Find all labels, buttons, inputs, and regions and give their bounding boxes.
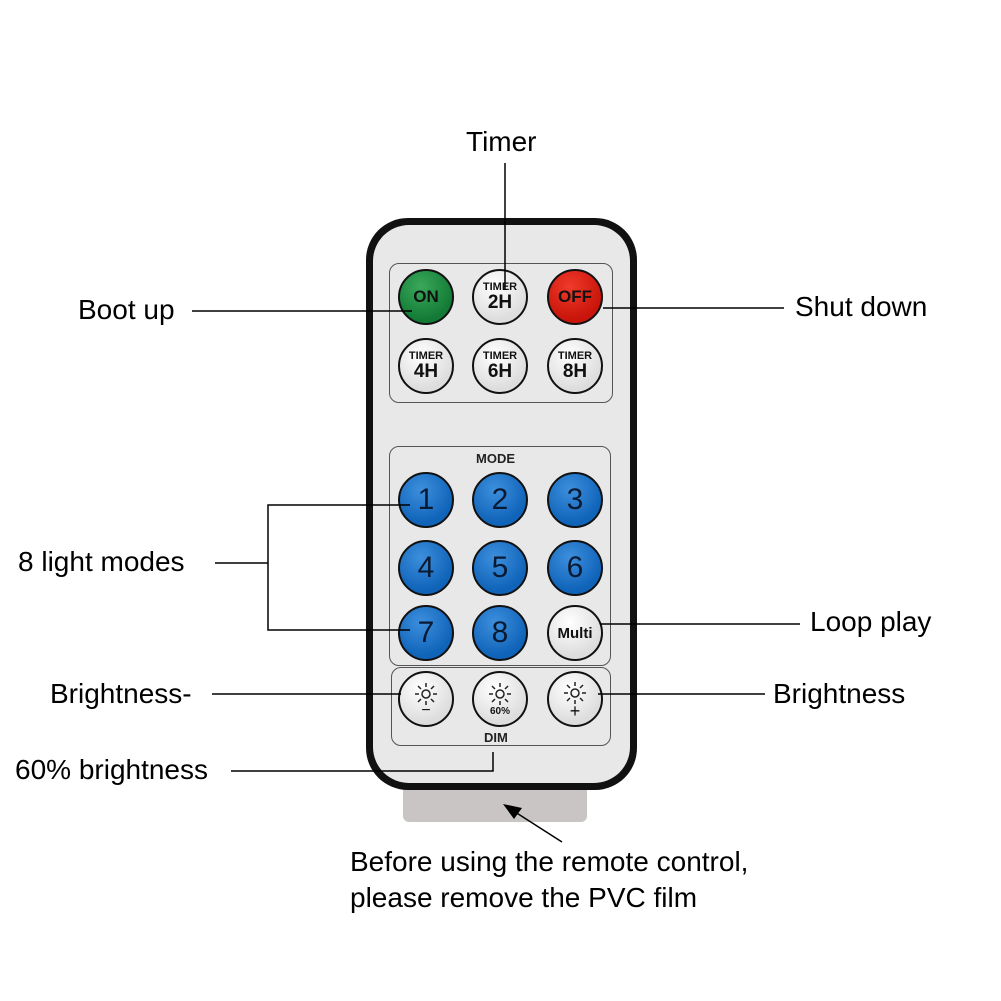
mode-number: 5 xyxy=(491,551,509,584)
mode-number: 6 xyxy=(566,551,584,584)
timer-word: TIMER xyxy=(482,281,518,293)
shut-down-callout: Shut down xyxy=(795,291,928,322)
brightness-panel xyxy=(391,667,611,746)
mode-panel xyxy=(389,446,611,666)
arrow-line xyxy=(511,809,563,843)
mode-number: 3 xyxy=(566,483,584,516)
timer-callout: Timer xyxy=(466,126,537,157)
sun-icon xyxy=(415,683,437,705)
timer-word: TIMER xyxy=(557,350,593,362)
mode-4-button[interactable]: 4 xyxy=(398,540,454,596)
timer-6h-label: 6H xyxy=(487,361,513,382)
loop-play-callout: Loop play xyxy=(810,606,932,637)
mode-number: 8 xyxy=(491,616,509,649)
dim-label: DIM xyxy=(484,730,508,745)
multi-button[interactable]: Multi xyxy=(547,605,603,661)
boot-up-callout: Boot up xyxy=(78,294,175,325)
mode-number: 2 xyxy=(491,483,509,516)
timer-8h-label: 8H xyxy=(562,361,588,382)
timer-4h-label: 4H xyxy=(413,361,439,382)
mode-3-button[interactable]: 3 xyxy=(547,472,603,528)
mode-number: 7 xyxy=(417,616,435,649)
brightness-plus-callout: Brightness xyxy=(773,678,906,709)
timer-word: TIMER xyxy=(482,350,518,362)
mode-label: MODE xyxy=(476,451,515,466)
mode-6-button[interactable]: 6 xyxy=(547,540,603,596)
on-button[interactable]: ON xyxy=(398,269,454,325)
brightness-down-button[interactable]: − xyxy=(398,671,454,727)
mode-7-button[interactable]: 7 xyxy=(398,605,454,661)
off-button[interactable]: OFF xyxy=(547,269,603,325)
sun-icon xyxy=(489,682,511,705)
note-line-1: Before using the remote control, xyxy=(350,846,749,877)
dim-line xyxy=(231,752,494,772)
minus-label: − xyxy=(421,702,431,719)
mode-1-button[interactable]: 1 xyxy=(398,472,454,528)
mode-2-button[interactable]: 2 xyxy=(472,472,528,528)
mode-number: 4 xyxy=(417,551,435,584)
pvc-film xyxy=(403,790,587,822)
multi-label: Multi xyxy=(557,624,593,642)
mode-number: 1 xyxy=(417,483,435,516)
brightness-60-button[interactable]: 60% xyxy=(472,671,528,727)
on-label: ON xyxy=(413,287,439,306)
light-modes-callout: 8 light modes xyxy=(18,546,185,577)
timer-2h-label: 2H xyxy=(487,292,513,313)
sun-icon xyxy=(564,682,586,704)
mode-8-button[interactable]: 8 xyxy=(472,605,528,661)
brightness-minus-callout: Brightness- xyxy=(50,678,192,709)
mode-5-button[interactable]: 5 xyxy=(472,540,528,596)
off-label: OFF xyxy=(558,287,592,306)
plus-label: + xyxy=(569,701,581,721)
brightness-up-button[interactable]: + xyxy=(547,671,603,727)
dim-callout: 60% brightness xyxy=(15,754,209,785)
timer-word: TIMER xyxy=(408,350,444,362)
percent-label: 60% xyxy=(489,705,510,717)
light-modes-bracket xyxy=(267,504,410,631)
power-timer-panel xyxy=(389,263,613,403)
arrow-head xyxy=(503,804,522,819)
note-line-2: please remove the PVC film xyxy=(350,882,698,913)
